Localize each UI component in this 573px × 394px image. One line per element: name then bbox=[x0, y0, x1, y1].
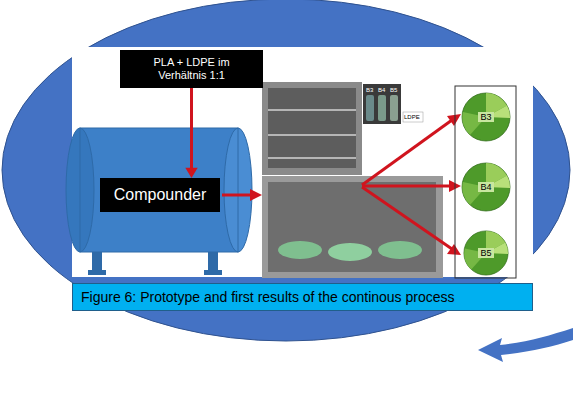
curved-arrow bbox=[478, 328, 573, 362]
compounder-label: Compounder bbox=[100, 178, 220, 212]
blue-ellipse bbox=[2, 0, 570, 341]
box-label: Compounder bbox=[114, 185, 207, 204]
flow-arrow bbox=[185, 88, 197, 178]
pie-chart: B5 bbox=[462, 230, 510, 276]
figure-caption: Figure 6: Prototype and first results of… bbox=[72, 283, 533, 311]
pie-chart: B3 bbox=[461, 92, 511, 142]
photo-label: B4 bbox=[378, 87, 385, 93]
oven-photo bbox=[262, 82, 443, 278]
input-box: PLA + LDPE im Verhältnis 1:1 bbox=[120, 50, 263, 88]
pie-label: B3 bbox=[478, 112, 493, 123]
white-panel bbox=[72, 47, 533, 277]
compounder-illustration bbox=[66, 128, 252, 275]
box-label: PLA + LDPE im Verhältnis 1:1 bbox=[144, 56, 240, 82]
pie-chart: B4 bbox=[461, 162, 511, 212]
pie-label: B5 bbox=[478, 248, 493, 259]
pie-label: B4 bbox=[478, 182, 493, 193]
photo-label: B3 bbox=[366, 87, 373, 93]
result-arrows bbox=[362, 114, 461, 255]
flow-arrow bbox=[222, 189, 262, 201]
photo-label: B5 bbox=[390, 87, 397, 93]
photo-label: LDPE bbox=[404, 114, 420, 120]
pie-frame bbox=[455, 86, 516, 278]
